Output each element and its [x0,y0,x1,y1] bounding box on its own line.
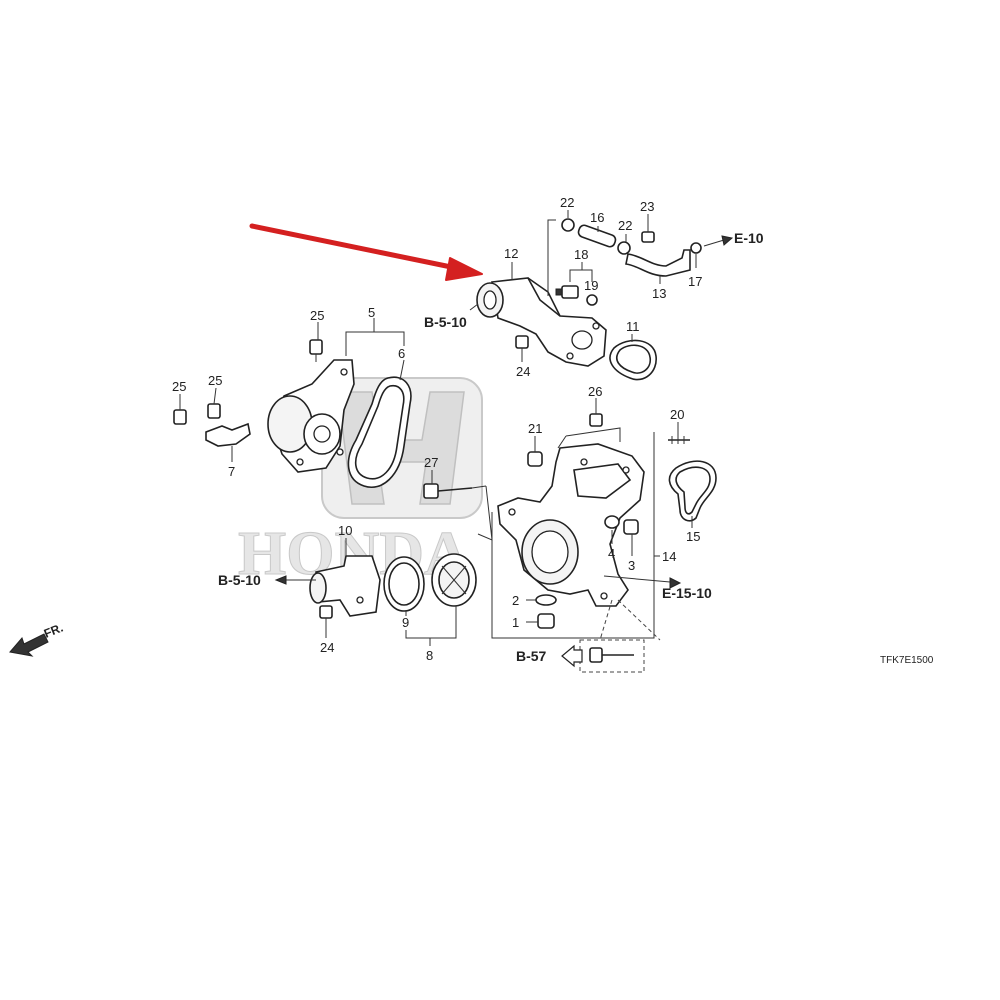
part-bolt-24-upper [515,335,529,349]
label-part-26: 26 [588,384,602,399]
label-part-10: 10 [338,523,352,538]
label-part-15: 15 [686,529,700,544]
label-part-1: 1 [512,615,519,630]
part-stud-20 [668,436,690,444]
part-o-ring [609,339,657,381]
label-part-3: 3 [628,558,635,573]
part-number-labels: 5 6 25 25 25 7 12 22 16 22 23 18 19 13 1… [172,195,702,663]
part-bolt-22-a [561,218,575,232]
part-housing-gasket [668,460,717,522]
part-water-inlet [309,555,381,617]
label-part-9: 9 [402,615,409,630]
part-nut-21 [527,451,543,467]
part-water-pipe-13 [625,249,691,277]
part-washer-17 [690,242,702,254]
label-part-23: 23 [640,199,654,214]
label-part-21: 21 [528,421,542,436]
annotation-arrow [249,223,483,281]
label-part-25-a: 25 [310,308,324,323]
label-part-27: 27 [424,455,438,470]
part-washer-4 [604,515,620,529]
part-plug-1 [537,613,555,629]
part-pump-gasket [347,376,412,488]
b57-arrow-icon [561,644,583,668]
part-water-pump [267,359,355,473]
label-part-4: 4 [608,546,615,561]
part-temp-sensor [555,285,579,299]
part-bolt-25-b [173,409,187,425]
part-water-outlet-pipe [476,277,607,367]
label-part-25-c: 25 [208,373,222,388]
part-bolt-23 [641,226,655,243]
part-bolt-22-b [617,241,631,255]
front-direction-label: FR. [42,621,65,641]
part-o-ring-2 [535,594,557,606]
part-bypass-hose [577,224,617,248]
reference-labels: B-5-10 E-10 B-5-10 E-15-10 B-57 [218,230,764,664]
part-stud-bolt-27 [423,483,473,499]
label-part-11: 11 [626,319,640,334]
ref-e-10: E-10 [734,230,764,246]
part-bolt-26 [589,413,603,427]
part-thermostat-housing [497,443,645,607]
label-part-17: 17 [688,274,702,289]
label-part-22-a: 22 [560,195,574,210]
part-bolt-24-lower [319,605,333,619]
label-part-7: 7 [228,464,235,479]
label-part-22-b: 22 [618,218,632,233]
ref-b-5-10-lower: B-5-10 [218,572,261,588]
part-bolt-25-c [207,403,221,419]
honda-watermark-text: HONDA [238,520,469,588]
part-thermostat [431,553,477,607]
label-part-20: 20 [670,407,684,422]
label-part-24-upper: 24 [516,364,530,379]
part-plug-3 [623,519,639,535]
label-part-6: 6 [398,346,405,361]
label-part-5: 5 [368,305,375,320]
label-part-16: 16 [590,210,604,225]
leader-lines [179,210,734,673]
label-part-2: 2 [512,593,519,608]
ref-e-15-10: E-15-10 [662,585,712,601]
part-washer-19 [586,294,598,306]
label-part-18: 18 [574,247,588,262]
label-part-8: 8 [426,648,433,663]
ref-b-5-10-upper: B-5-10 [424,314,467,330]
part-thermostat-gasket [383,556,425,612]
front-direction-icon [9,633,49,657]
part-bracket [205,422,251,447]
diagram-code: TFK7E1500 [880,655,934,666]
label-part-13: 13 [652,286,666,301]
ref-b-57: B-57 [516,648,547,664]
part-b57-bolt [589,647,634,663]
label-part-19: 19 [584,278,598,293]
label-part-14: 14 [662,549,676,564]
part-bolt-25-a [309,339,323,362]
label-part-25-b: 25 [172,379,186,394]
label-part-12: 12 [504,246,518,261]
label-part-24-lower: 24 [320,640,334,655]
